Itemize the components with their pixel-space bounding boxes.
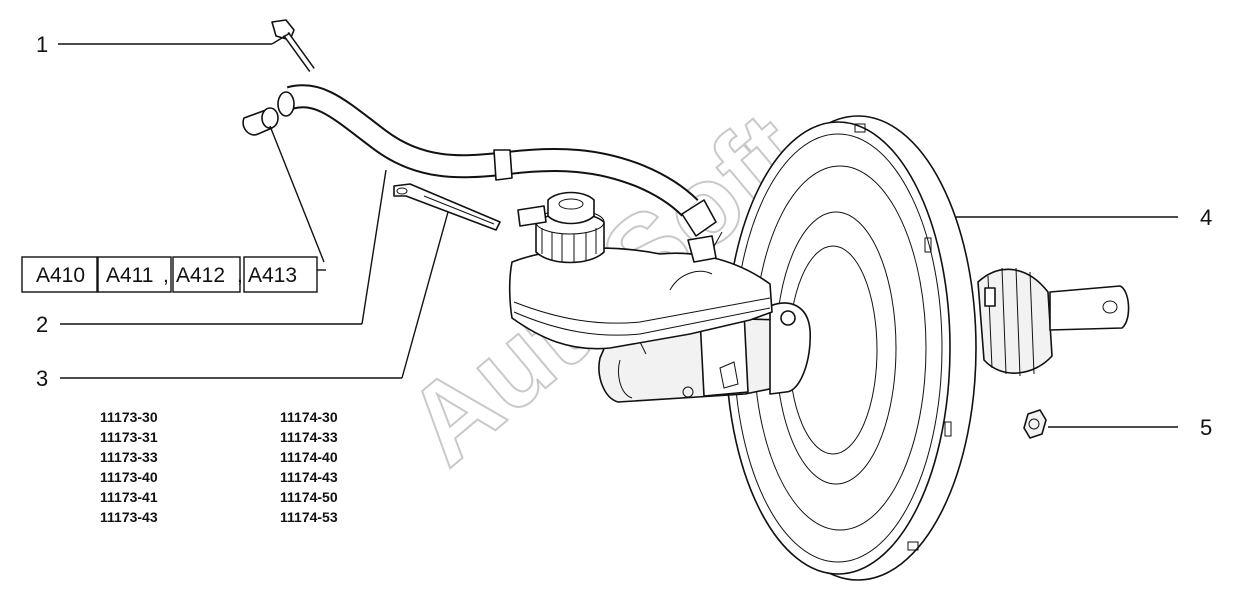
ref-label-a411[interactable]: A411	[106, 264, 154, 287]
callout-5: 5	[1200, 415, 1212, 440]
callout-1: 1	[36, 32, 48, 57]
ref-box-a411[interactable]	[97, 256, 172, 293]
callout-4: 4	[1200, 205, 1212, 230]
model-code: 11174-43	[280, 469, 338, 485]
callout-3: 3	[36, 366, 48, 391]
model-codes-right: 11174-30 11174-33 11174-40 11174-43 1117…	[280, 409, 338, 525]
model-code: 11174-30	[280, 409, 338, 425]
model-code: 11173-31	[100, 429, 158, 445]
callout-2: 2	[36, 312, 48, 337]
hose-clamp	[271, 19, 315, 73]
ref-box-a410[interactable]	[21, 256, 98, 293]
leader-lines	[58, 32, 1178, 428]
check-valve	[242, 107, 279, 136]
reference-boxes: A410 A411 , A412 , A413	[21, 256, 326, 293]
ref-label-a413[interactable]: A413	[248, 264, 297, 287]
model-code: 11173-30	[100, 409, 158, 425]
model-code: 11174-40	[280, 449, 338, 465]
model-code: 11173-43	[100, 509, 158, 525]
brake-fluid-reservoir	[508, 191, 773, 350]
cable-tie	[393, 183, 501, 231]
ref-box-a412[interactable]	[172, 256, 241, 293]
ref-separator: ,	[237, 264, 243, 287]
ref-label-a412[interactable]: A412	[176, 264, 225, 287]
model-code: 11174-50	[280, 489, 338, 505]
model-code: 11173-41	[100, 489, 158, 505]
ref-box-a413[interactable]	[243, 256, 318, 293]
ref-separator: ,	[163, 264, 169, 287]
brake-booster	[725, 115, 1130, 581]
model-code: 11174-53	[280, 509, 338, 525]
vacuum-hose	[277, 84, 723, 263]
model-code: 11174-33	[280, 429, 338, 445]
model-code: 11173-33	[100, 449, 158, 465]
model-code: 11173-40	[100, 469, 158, 485]
flange-nut	[1023, 409, 1047, 439]
ref-label-a410[interactable]: A410	[36, 264, 85, 287]
model-codes-left: 11173-30 11173-31 11173-33 11173-40 1117…	[100, 409, 158, 525]
